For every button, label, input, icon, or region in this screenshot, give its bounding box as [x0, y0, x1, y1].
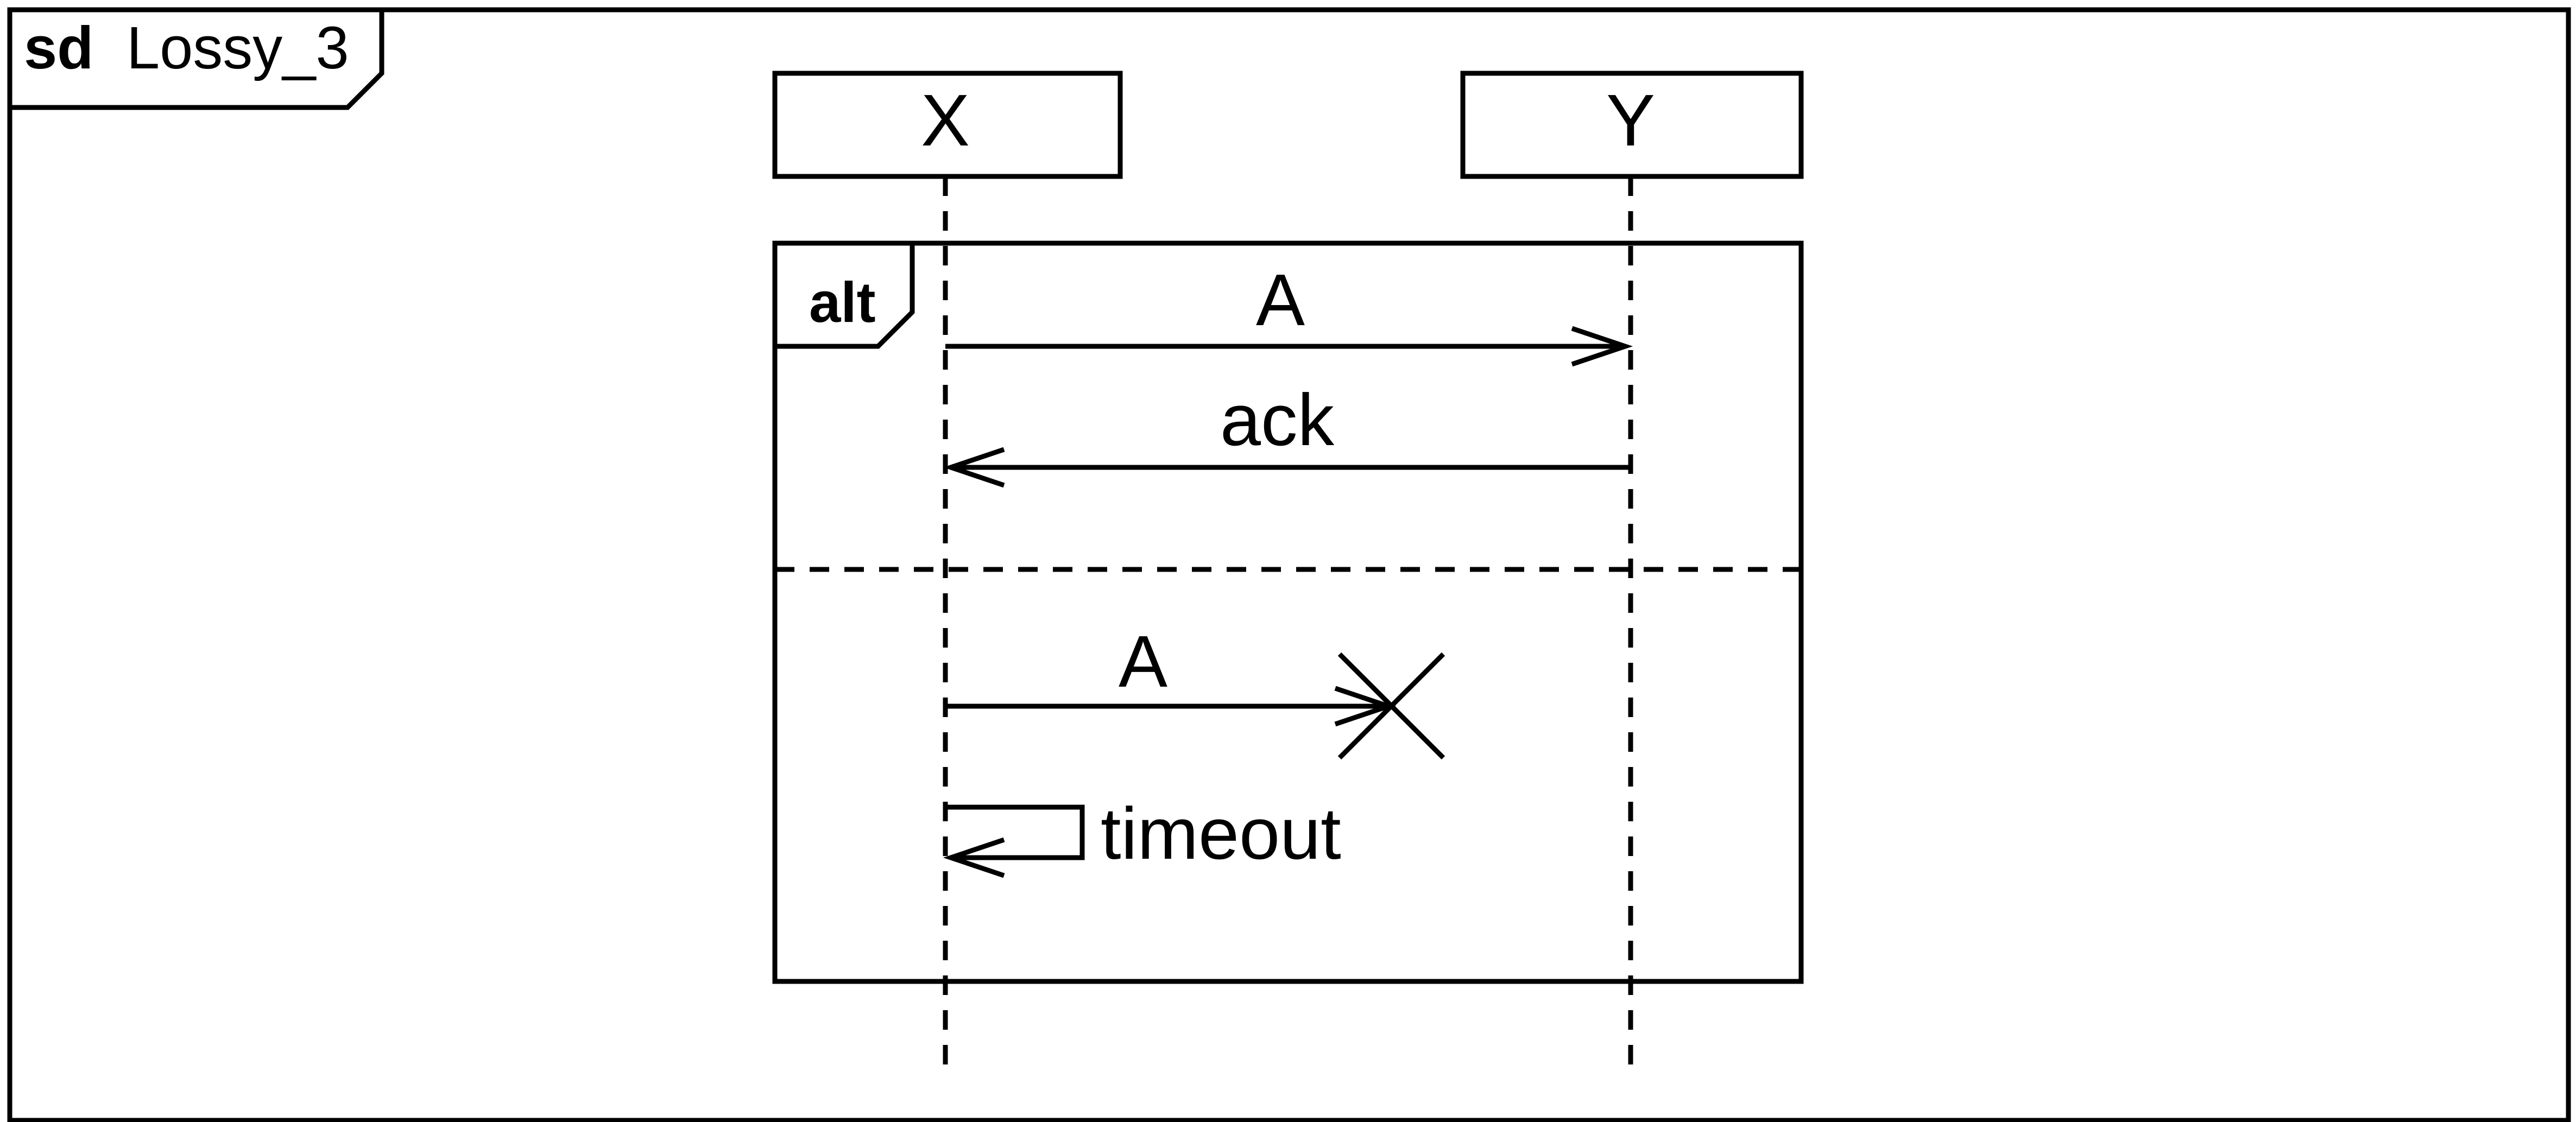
message-timeout-arrow [945, 804, 1085, 860]
lost-message-x-icon [1337, 652, 1445, 760]
alt-fragment [772, 240, 1804, 984]
message-ack-arrowhead [943, 447, 1005, 488]
message-ack-label: ack [1220, 379, 1335, 461]
frame-name: Lossy_3 [127, 15, 349, 81]
alt-fragment-tab [775, 243, 915, 349]
lifeline-y-label: Y [1606, 79, 1655, 161]
message-a-label: A [1256, 259, 1305, 341]
frame-tab [10, 10, 384, 110]
message-timeout-arrowhead [943, 837, 1005, 878]
message-a-arrowhead [1571, 326, 1633, 367]
outer-frame [7, 7, 2571, 1122]
message-lost-a-label: A [1119, 620, 1167, 702]
frame-keyword: sd [24, 15, 93, 81]
lifeline-x-label: X [921, 79, 970, 161]
frame-title: sd Lossy_3 [24, 15, 349, 81]
message-timeout-label: timeout [1101, 793, 1341, 874]
alt-operator-label: alt [809, 271, 876, 334]
